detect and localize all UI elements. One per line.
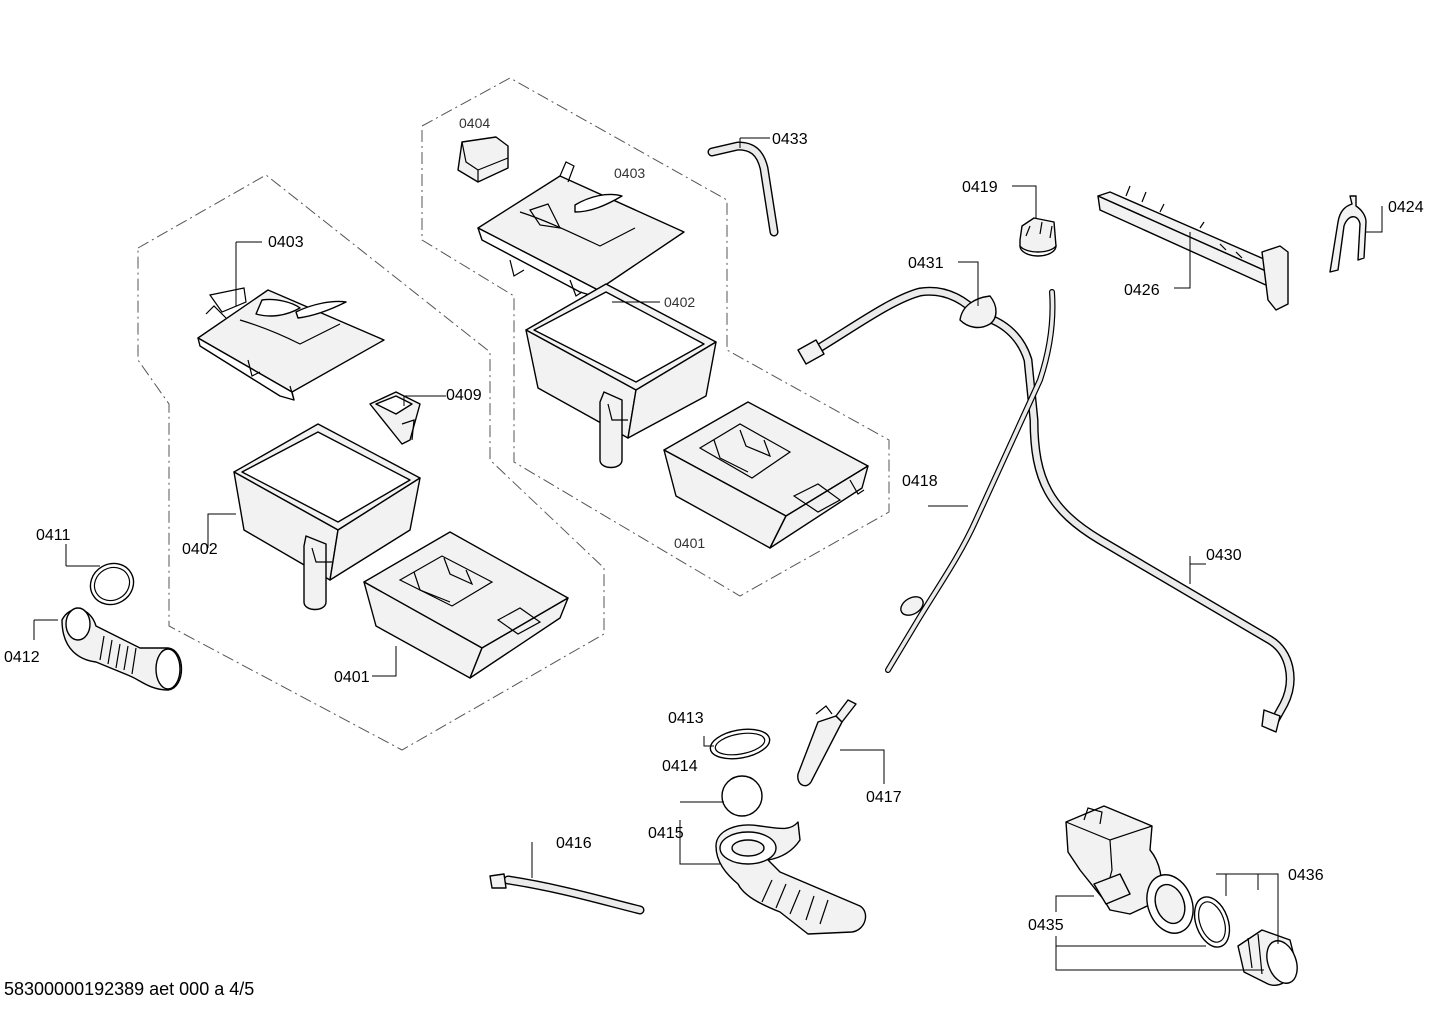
label-0411: 0411 [36, 527, 71, 544]
part-0402-drawer-right [525, 283, 717, 469]
label-0402-left: 0402 [182, 541, 218, 558]
part-0411-seal-ring [89, 562, 135, 606]
label-0402-upper: 0402 [664, 294, 695, 310]
label-0417: 0417 [866, 789, 902, 806]
label-0401-left: 0401 [334, 669, 370, 686]
group-outline-left [137, 174, 605, 751]
part-0409-insert [369, 391, 421, 445]
part-0431-hose [797, 286, 1295, 733]
label-0401-upper: 0401 [674, 535, 705, 551]
label-0404: 0404 [459, 115, 490, 131]
part-0418-tube [885, 289, 1056, 673]
part-0412-bellows-hose [61, 607, 183, 691]
label-0433: 0433 [772, 131, 808, 148]
label-0413: 0413 [668, 710, 704, 727]
label-0414: 0414 [662, 758, 698, 775]
group-outline-right [421, 77, 890, 597]
part-0414-ball [721, 775, 763, 817]
part-0401-tray-left [363, 531, 569, 679]
part-0426-bracket [1097, 185, 1289, 311]
label-0419: 0419 [962, 179, 998, 196]
label-0415: 0415 [648, 825, 684, 842]
part-0436-filter [1193, 896, 1298, 986]
part-0413-seal-ring [709, 728, 771, 760]
label-0431: 0431 [908, 255, 944, 272]
part-0402-drawer-left [233, 423, 421, 611]
part-0403-lid-left [197, 287, 385, 401]
part-0424-hook [1329, 195, 1367, 273]
label-0412: 0412 [4, 649, 40, 666]
label-0416: 0416 [556, 835, 592, 852]
leader-lines [33, 137, 1383, 971]
label-0426: 0426 [1124, 282, 1160, 299]
label-0435: 0435 [1028, 917, 1064, 934]
label-0424: 0424 [1388, 199, 1424, 216]
part-0404-clip [457, 136, 509, 183]
label-0403-upper: 0403 [614, 165, 645, 181]
label-0409: 0409 [446, 387, 482, 404]
label-0430: 0430 [1206, 547, 1242, 564]
part-0401-tray-right [663, 401, 869, 549]
part-0433-hose [707, 141, 779, 237]
part-0415-sump [715, 821, 867, 935]
label-0403-left: 0403 [268, 234, 304, 251]
label-0436: 0436 [1288, 867, 1324, 884]
part-0417-cylinder [797, 699, 857, 787]
part-0416-hose [489, 873, 645, 915]
part-0435-pump [1065, 805, 1194, 934]
part-0403-lid-right [477, 161, 685, 299]
label-0418: 0418 [902, 473, 938, 490]
part-0419-valve [1019, 217, 1057, 257]
document-id: 58300000192389 aet 000 a 4/5 [4, 979, 255, 999]
